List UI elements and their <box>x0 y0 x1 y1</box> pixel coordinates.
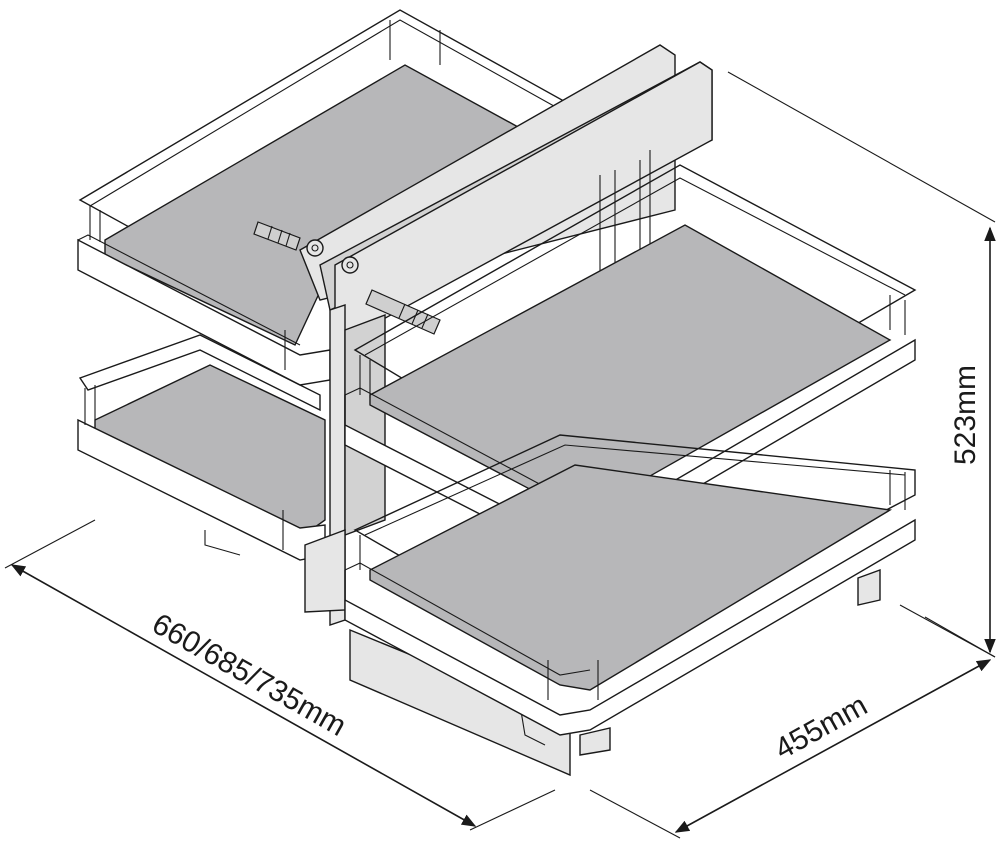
dimension-height: 523mm <box>727 71 996 658</box>
right-lower-basket <box>344 434 916 756</box>
left-lower-basket <box>77 334 326 561</box>
width-label: 660/685/735mm <box>147 607 352 742</box>
depth-label: 455mm <box>769 689 873 766</box>
height-label: 523mm <box>949 365 982 465</box>
handle-bar-upper <box>253 221 301 251</box>
central-frame <box>299 44 713 777</box>
right-upper-basket <box>344 164 917 556</box>
